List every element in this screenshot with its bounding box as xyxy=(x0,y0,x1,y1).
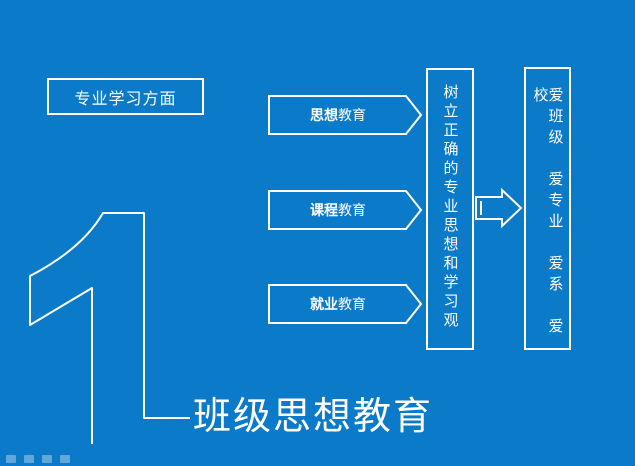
branch-label-course: 课程教育 xyxy=(268,190,408,230)
section-label: 专业学习方面 xyxy=(74,88,177,108)
prev-slide-icon[interactable] xyxy=(6,455,16,463)
slideshow-controls[interactable] xyxy=(6,455,70,463)
branch-label-employment: 就业教育 xyxy=(268,284,408,324)
menu-icon[interactable] xyxy=(42,455,52,463)
main-title: 班级思想教育 xyxy=(193,394,434,438)
pen-icon[interactable] xyxy=(24,455,34,463)
branch-label-bold: 课程 xyxy=(310,203,338,219)
outcome-text: 爱班级 爱专业 爱系 爱校 xyxy=(531,87,565,339)
branch-label-rest: 教育 xyxy=(338,203,366,219)
branch-box-ideology: 思想教育 xyxy=(268,95,423,135)
branch-arrow-shape xyxy=(268,284,423,324)
branch-arrow-shape xyxy=(268,190,423,230)
section-label-box: 专业学习方面 xyxy=(47,78,204,115)
outcome-box: 爱班级 爱专业 爱系 爱校 xyxy=(524,67,571,350)
branch-label-rest: 教育 xyxy=(338,297,366,313)
branch-label-bold: 就业 xyxy=(310,297,338,313)
branch-label-rest: 教育 xyxy=(338,108,366,124)
branch-arrow-shape xyxy=(268,95,423,135)
hollow-right-arrow-icon xyxy=(475,188,523,228)
branch-box-course: 课程教育 xyxy=(268,190,423,230)
branch-box-employment: 就业教育 xyxy=(268,284,423,324)
branch-label-bold: 思想 xyxy=(310,108,338,124)
goal-text: 树立正确的专业思想和学习观 xyxy=(441,84,460,331)
goal-box: 树立正确的专业思想和学习观 xyxy=(426,68,474,350)
next-slide-icon[interactable] xyxy=(60,455,70,463)
branch-label-ideology: 思想教育 xyxy=(268,95,408,135)
